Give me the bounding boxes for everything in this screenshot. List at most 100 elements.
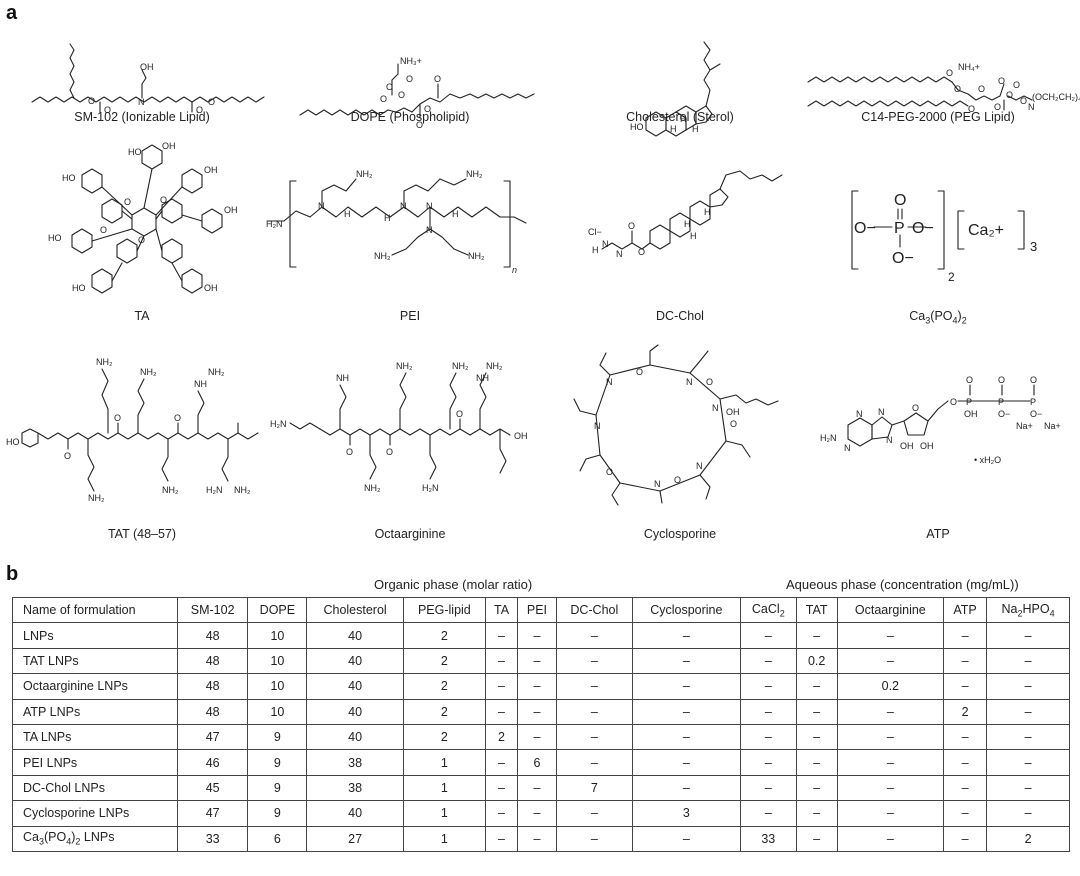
svg-text:HO: HO xyxy=(62,173,76,183)
table-cell: 1 xyxy=(402,800,487,827)
table-cell: 48 xyxy=(176,673,249,700)
table-cell: – xyxy=(986,622,1070,649)
table-cell: – xyxy=(986,800,1070,827)
structure-cholesterol: HO H H H Cholesterol (Sterol) xyxy=(550,10,810,200)
svg-text:Na+: Na+ xyxy=(1016,421,1033,431)
table-cell: – xyxy=(631,825,741,852)
table-cell: 0.2 xyxy=(795,647,838,675)
svg-text:NH₂: NH₂ xyxy=(208,367,225,377)
table-cell: – xyxy=(517,698,557,725)
svg-text:O: O xyxy=(380,94,387,104)
table-cell: 45 xyxy=(176,774,249,802)
structure-atp: H₂N N N N N O O OH OH P P P O O O OH O− … xyxy=(808,345,1068,541)
table-cell: 9 xyxy=(247,749,308,776)
formulation-name-cell: DC-Chol LNPs xyxy=(12,774,178,802)
table-cell: – xyxy=(795,723,838,751)
caption-pei: PEI xyxy=(399,309,421,323)
table-cell: – xyxy=(986,698,1070,725)
table-cell: – xyxy=(943,825,988,852)
svg-text:O: O xyxy=(706,377,713,387)
table-cell: 47 xyxy=(176,723,249,751)
panel-label-b: b xyxy=(6,563,19,585)
table-cell: 10 xyxy=(247,673,308,700)
capo4-structure-drawing: O O− P O− O− Ca₂+ 2 3 xyxy=(808,145,1037,284)
svg-text:P: P xyxy=(894,220,905,237)
table-cell: – xyxy=(485,825,519,852)
table-cell: – xyxy=(555,800,633,827)
table-cell: – xyxy=(517,800,557,827)
table-cell: 10 xyxy=(247,698,308,725)
table-cell: – xyxy=(795,825,838,852)
svg-text:HO: HO xyxy=(128,147,142,157)
table-cell: 10 xyxy=(247,647,308,675)
svg-text:N: N xyxy=(426,225,433,235)
svg-text:H: H xyxy=(384,213,391,223)
table-cell: – xyxy=(485,647,519,675)
table-cell: – xyxy=(517,647,557,675)
svg-text:O: O xyxy=(912,403,919,413)
table-cell: 2 xyxy=(402,673,487,700)
col-header-na2hpo4: Na2HPO4 xyxy=(986,596,1070,624)
table-cell: – xyxy=(555,622,633,649)
col-header-octaarginine: Octaarginine xyxy=(836,596,945,624)
caption-cholesterol: Cholesterol (Sterol) xyxy=(626,110,734,124)
svg-text:NH₂: NH₂ xyxy=(88,493,105,503)
table-cell: 48 xyxy=(176,622,249,649)
caption-capo4: Ca3(PO4)2 xyxy=(909,309,967,326)
caption-dcchol: DC-Chol xyxy=(656,309,704,323)
col-header-atp: ATP xyxy=(943,596,988,624)
table-cell: – xyxy=(555,647,633,675)
table-cell: – xyxy=(943,800,988,827)
svg-text:NH₂: NH₂ xyxy=(466,169,483,179)
svg-text:NH₂: NH₂ xyxy=(452,361,469,371)
table-cell: – xyxy=(631,774,741,802)
svg-text:NH₂: NH₂ xyxy=(374,251,391,261)
table-cell: – xyxy=(986,673,1070,700)
svg-text:H: H xyxy=(680,114,687,124)
table-cell: 10 xyxy=(247,622,308,649)
svg-text:• xH₂O: • xH₂O xyxy=(974,455,1001,465)
table-cell: 1 xyxy=(402,749,487,776)
table-cell: – xyxy=(739,774,797,802)
svg-text:N: N xyxy=(686,377,693,387)
table-cell: – xyxy=(836,825,945,852)
col-header-sm102: SM-102 xyxy=(176,596,249,624)
svg-text:NH₂: NH₂ xyxy=(356,169,373,179)
table-cell: 33 xyxy=(176,825,249,852)
svg-text:H: H xyxy=(690,231,697,241)
table-cell: – xyxy=(986,749,1070,776)
svg-text:HO: HO xyxy=(72,283,86,293)
dope-structure-drawing: NH₃+ O O O O O O O xyxy=(280,56,540,130)
table-cell: 48 xyxy=(176,647,249,675)
svg-text:O: O xyxy=(416,120,423,130)
structure-cyclosporine: N N O O N O OH N O N O N Cyclosporine xyxy=(550,345,810,541)
svg-text:OH: OH xyxy=(204,165,218,175)
svg-text:NH: NH xyxy=(476,373,489,383)
svg-text:N: N xyxy=(844,443,851,453)
table-cell: 2 xyxy=(986,825,1070,852)
svg-text:O: O xyxy=(730,419,737,429)
svg-text:H₂N: H₂N xyxy=(270,419,287,429)
svg-text:H: H xyxy=(452,209,459,219)
table-cell: 27 xyxy=(306,825,404,852)
svg-text:Na+: Na+ xyxy=(1044,421,1061,431)
table-cell: – xyxy=(517,825,557,852)
dcchol-structure-drawing: Cl− H N O O H H H N xyxy=(588,145,810,259)
table-cell: 9 xyxy=(247,800,308,827)
svg-text:3: 3 xyxy=(1030,239,1037,254)
svg-text:O: O xyxy=(114,413,121,423)
svg-text:O: O xyxy=(64,451,71,461)
table-cell: – xyxy=(836,749,945,776)
structure-pei: H₂N NH₂ NH₂ NH₂ NH₂ H H H N N N N n n PE… xyxy=(266,145,540,335)
svg-text:O: O xyxy=(398,90,405,100)
table-cell: – xyxy=(836,774,945,802)
col-header-pei: PEI xyxy=(517,596,557,624)
formulation-name-cell: TA LNPs xyxy=(12,723,178,751)
svg-text:N: N xyxy=(602,239,609,249)
caption-octaarginine: Octaarginine xyxy=(374,527,446,541)
svg-text:O: O xyxy=(386,82,393,92)
formulation-name-cell: Octaarginine LNPs xyxy=(12,673,178,700)
